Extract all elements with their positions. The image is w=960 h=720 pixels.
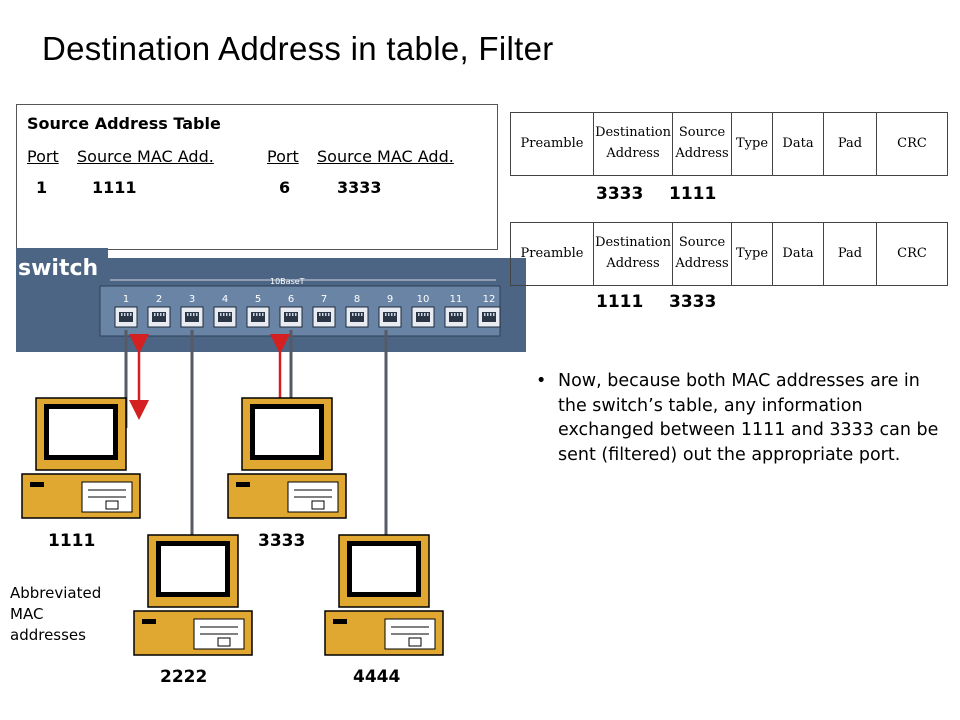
port-4: [213, 306, 237, 328]
col-port-2: Port: [267, 147, 299, 166]
col-port-1: Port: [27, 147, 59, 166]
pc-label-2222: 2222: [160, 667, 208, 687]
field-data: Data: [782, 135, 814, 151]
field-type: Type: [735, 245, 769, 261]
switch-label: switch: [18, 256, 99, 281]
port-number-6: 6: [288, 294, 294, 305]
port-1: [114, 306, 138, 328]
port-number-4: 4: [222, 294, 228, 305]
field-preamble: Preamble: [520, 245, 584, 261]
port-2: [147, 306, 171, 328]
port-10: [411, 306, 435, 328]
port-number-5: 5: [255, 294, 261, 305]
field-pad: Pad: [837, 245, 863, 261]
frame-2: Preamble Destination Address Source Addr…: [510, 222, 948, 286]
row-mac-2: 3333: [337, 178, 382, 197]
field-destination: Destination Address: [595, 125, 671, 161]
port-12: [477, 306, 501, 328]
field-destination: Destination Address: [595, 235, 671, 271]
computer-3333: [227, 397, 347, 519]
port-3: [180, 306, 204, 328]
port-5: [246, 306, 270, 328]
field-pad: Pad: [837, 135, 863, 151]
computer-1111: [21, 397, 141, 519]
frame-2-dest: 1111: [596, 292, 644, 312]
col-mac-2: Source MAC Add.: [317, 147, 454, 166]
frame-1-src: 1111: [669, 184, 717, 204]
col-mac-1: Source MAC Add.: [77, 147, 214, 166]
field-crc: CRC: [897, 245, 927, 261]
source-address-table: Source Address Table Port Source MAC Add…: [16, 104, 498, 250]
row-port-1: 1: [36, 178, 48, 197]
port-number-8: 8: [354, 294, 360, 305]
port-8: [345, 306, 369, 328]
port-number-7: 7: [321, 294, 327, 305]
frame-1: Preamble Destination Address Source Addr…: [510, 112, 948, 176]
computer-2222: [133, 534, 253, 656]
pc-label-1111: 1111: [48, 531, 96, 551]
port-number-12: 12: [483, 294, 496, 305]
port-6: [279, 306, 303, 328]
field-source: Source Address: [675, 235, 729, 271]
port-number-3: 3: [189, 294, 195, 305]
frame-1-dest: 3333: [596, 184, 644, 204]
switch-label-tab: [16, 248, 108, 286]
row-mac-1: 1111: [92, 178, 137, 197]
port-number-9: 9: [387, 294, 393, 305]
slide-title: Destination Address in table, Filter: [42, 30, 554, 67]
abbreviated-note: Abbreviated MAC addresses: [10, 584, 102, 644]
port-7: [312, 306, 336, 328]
row-port-2: 6: [279, 178, 291, 197]
pc-label-3333: 3333: [258, 531, 306, 551]
field-preamble: Preamble: [520, 135, 584, 151]
pc-label-4444: 4444: [353, 667, 401, 687]
port-9: [378, 306, 402, 328]
field-data: Data: [782, 245, 814, 261]
field-source: Source Address: [675, 125, 729, 161]
bullet-dot: •: [536, 371, 547, 391]
port-number-2: 2: [156, 294, 162, 305]
field-type: Type: [735, 135, 769, 151]
frame-2-src: 3333: [669, 292, 717, 312]
bullet-text: Now, because both MAC addresses are in t…: [558, 371, 939, 465]
port-11: [444, 306, 468, 328]
port-number-1: 1: [123, 294, 129, 305]
table-header: Source Address Table: [27, 114, 221, 133]
port-number-10: 10: [417, 294, 430, 305]
computer-4444: [324, 534, 444, 656]
switch-model: 10BaseT: [270, 277, 305, 286]
field-crc: CRC: [897, 135, 927, 151]
port-number-11: 11: [450, 294, 463, 305]
